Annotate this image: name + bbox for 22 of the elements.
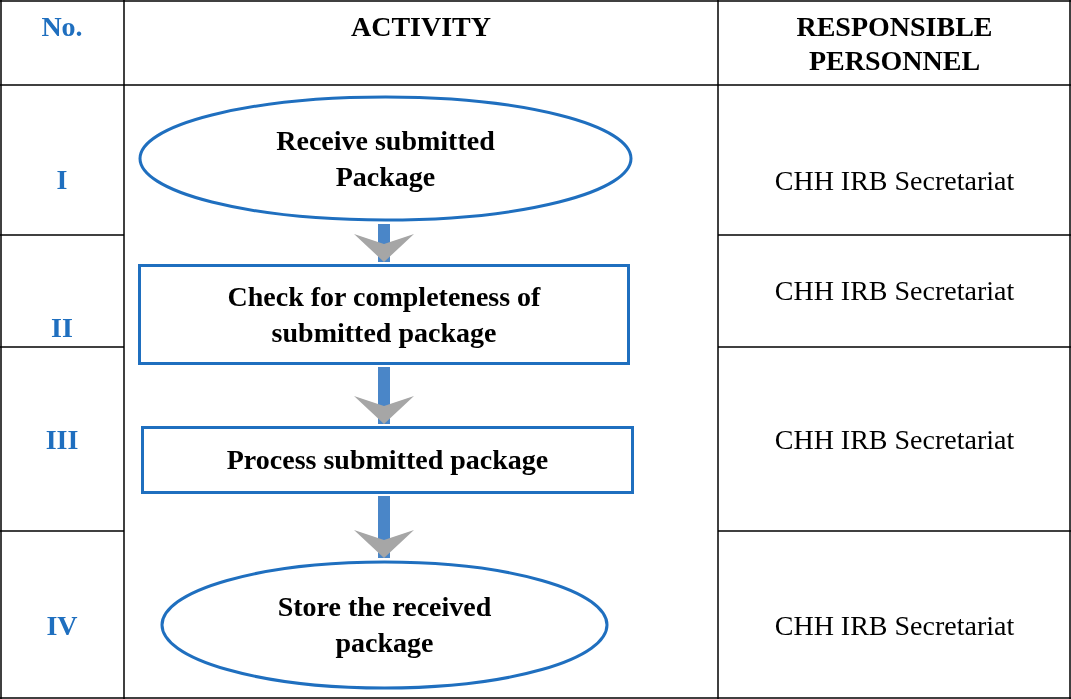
process-box: [138, 264, 630, 365]
column-header: RESPONSIBLE PERSONNEL: [795, 10, 994, 78]
personnel-text: CHH IRB Secretariat: [773, 609, 1016, 643]
process-box: [141, 426, 634, 494]
row-number: III: [44, 423, 80, 457]
terminal-ellipse: [160, 560, 609, 690]
row-number: II: [50, 311, 74, 345]
row-number: I: [55, 163, 69, 197]
node-label: Store the received package: [276, 590, 493, 660]
node-label: Process submitted package: [225, 443, 550, 477]
block-arrow: [354, 496, 414, 558]
column-header: No.: [40, 10, 84, 44]
node-label: Check for completeness of submitted package: [226, 279, 542, 350]
personnel-text: CHH IRB Secretariat: [773, 274, 1016, 308]
personnel-text: CHH IRB Secretariat: [773, 164, 1016, 198]
block-arrow: [354, 367, 414, 424]
node-label: Receive submitted Package: [275, 123, 496, 194]
personnel-text: CHH IRB Secretariat: [773, 423, 1016, 457]
terminal-ellipse: [138, 95, 633, 222]
column-header: ACTIVITY: [350, 10, 492, 44]
row-number: IV: [45, 609, 79, 643]
block-arrow: [354, 224, 414, 262]
